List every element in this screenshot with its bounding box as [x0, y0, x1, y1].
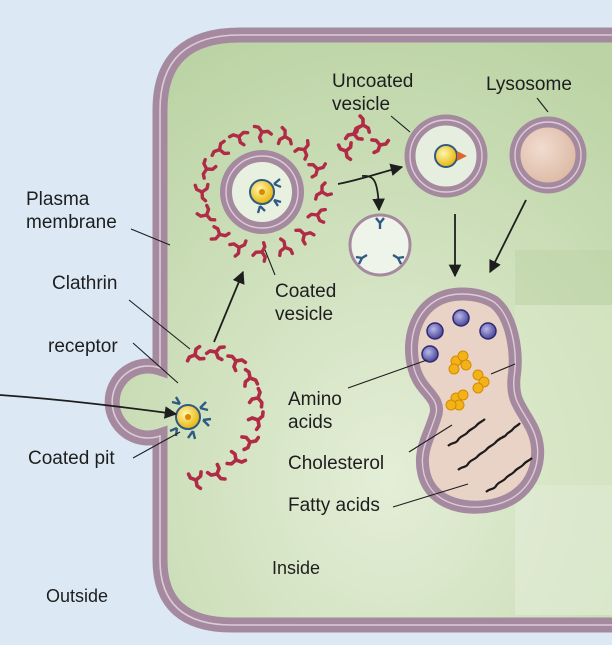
uncoated-vesicle-label: Uncoated vesicle — [332, 70, 413, 116]
amino-acids-label-line1: Amino — [288, 389, 342, 410]
coated-vesicle — [189, 123, 333, 267]
clathrin-label: Clathrin — [52, 273, 118, 294]
fatty-acid-icon — [447, 418, 533, 493]
process-arrows — [0, 163, 527, 419]
coated-vesicle-label-line1: Coated — [275, 281, 337, 302]
leader-lines — [128, 97, 549, 508]
receptor-icon — [169, 396, 212, 440]
lysosome-label: Lysosome — [486, 74, 572, 95]
plasma-membrane-label-line2: membrane — [26, 212, 117, 233]
uncoated-vesicle — [404, 114, 488, 198]
plasma-membrane-label-line1: Plasma — [26, 189, 90, 210]
uncoated-vesicle-label-line1: Uncoated — [332, 71, 414, 92]
cholesterol-label: Cholesterol — [288, 453, 385, 474]
cholesterol-icon — [445, 350, 490, 411]
outside-label: Outside — [46, 586, 109, 606]
secondary-lysosome — [405, 287, 545, 514]
amino-acids-label-line2: acids — [288, 412, 333, 433]
fatty-acids-label: Fatty acids — [288, 495, 380, 516]
receptor-label: receptor — [48, 336, 118, 357]
uncoated-vesicle-label-line2: vesicle — [332, 94, 391, 115]
coated-vesicle-label: Coated vesicle — [275, 280, 336, 326]
coated-pit — [169, 339, 271, 491]
plasma-membrane-label: Plasma membrane — [26, 188, 117, 234]
lysosome — [509, 116, 587, 194]
inside-label: Inside — [272, 558, 321, 578]
amino-acid-icon — [421, 309, 497, 363]
coated-vesicle-label-line2: vesicle — [275, 304, 334, 325]
receptor-recycling-vesicle — [348, 213, 412, 277]
amino-acids-label: Amino acids — [288, 388, 342, 434]
coated-pit-label: Coated pit — [28, 448, 115, 469]
